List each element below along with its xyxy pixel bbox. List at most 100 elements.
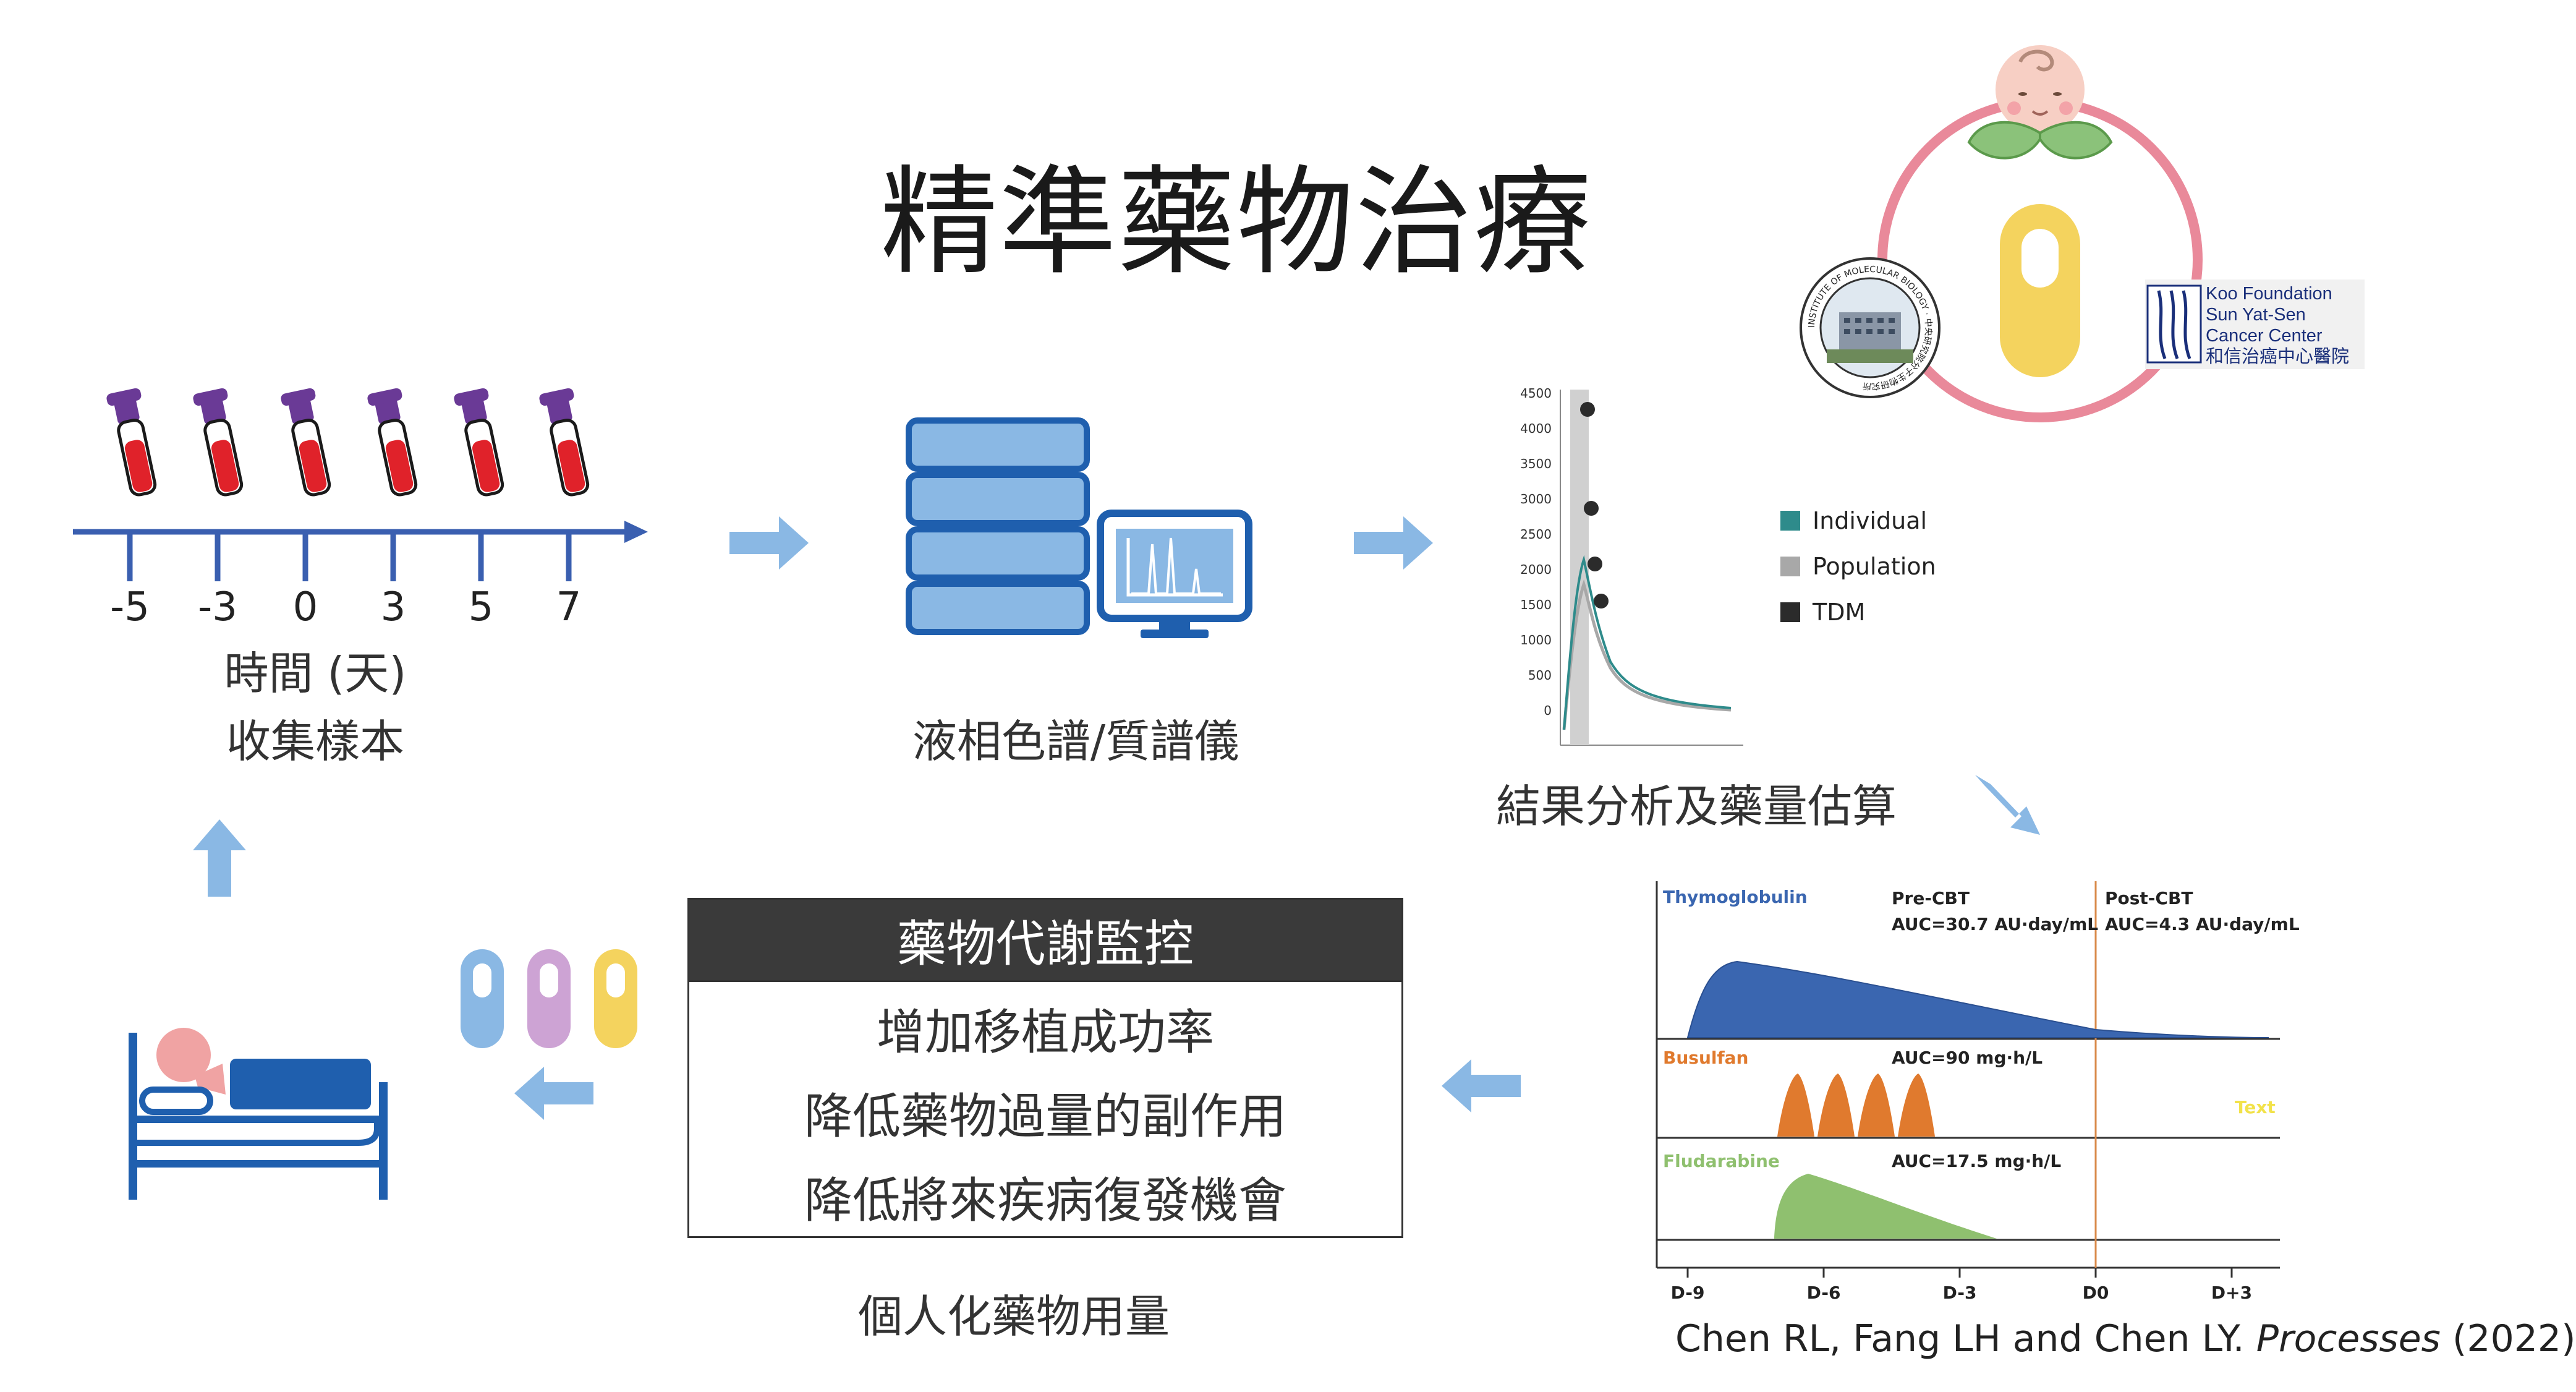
timeline-tick-label: 7 [556, 584, 582, 630]
legend-label: TDM [1813, 599, 1866, 626]
legend-label: Individual [1813, 507, 1928, 534]
pk-benefit-item: 降低藥物過量的副作用 [804, 1089, 1286, 1145]
pk-y-tick: 4500 [1520, 386, 1552, 401]
pk-tdm-point [1580, 402, 1595, 417]
capsule-icon [527, 949, 571, 1048]
patient-bed-icon [129, 1028, 388, 1200]
arrow-diagonal-icon [1975, 775, 2040, 835]
pk-benefit-item: 降低將來疾病復發機會 [804, 1173, 1286, 1229]
panel-label-busulfan: Busulfan [1663, 1048, 1748, 1068]
pk-y-tick: 3000 [1520, 492, 1552, 506]
placeholder-text: Text [2235, 1097, 2276, 1117]
database-disk-icon [906, 526, 1090, 581]
koo-logo-line: Cancer Center [2206, 326, 2323, 346]
pk-tdm-point [1584, 501, 1599, 516]
busulfan-peak [1858, 1074, 1895, 1137]
timeline-ticks [127, 532, 572, 581]
koo-logo-line: Koo Foundation [2206, 284, 2332, 304]
flow-arrows [193, 516, 2040, 1120]
reference-journal: Processes [2256, 1317, 2441, 1360]
busulfan-peak [1817, 1074, 1855, 1137]
instrument-caption: 液相色譜/質譜儀 [912, 715, 1239, 767]
pk-y-tick-labels: 4500 4000 3500 3000 2500 2000 1500 1000 … [1520, 386, 1552, 718]
capsules-group [461, 949, 637, 1048]
pk-monitoring-header: 藥物代謝監控 [689, 900, 1401, 982]
timeline-time-caption: 時間 (天) [224, 647, 407, 699]
panel-label-fludarabine: Fludarabine [1663, 1151, 1780, 1171]
legend-item-tdm: TDM [1780, 599, 1936, 626]
reference-year: (2022) [2440, 1317, 2576, 1360]
lcms-instrument-icon [906, 417, 1252, 638]
timeline-arrowhead [624, 521, 648, 543]
leaf-right [2039, 121, 2113, 160]
bed-pillow [139, 1087, 213, 1115]
pk-y-tick: 0 [1544, 703, 1552, 718]
capsule-icon [594, 949, 637, 1048]
pk-y-tick: 3500 [1520, 456, 1552, 471]
analysis-caption: 結果分析及藥量估算 [1496, 780, 1897, 832]
post-cbt-label: Post-CBT [2105, 888, 2193, 908]
pk-monitoring-box: 藥物代謝監控 增加移植成功率 降低藥物過量的副作用 降低將來疾病復發機會 [687, 898, 1403, 1238]
patient-blanket [230, 1059, 371, 1109]
capsule-icon [2000, 204, 2080, 377]
pk-legend: Individual Population TDM [1780, 507, 1936, 626]
busulfan-peak [1777, 1074, 1814, 1137]
arrow-left-icon [1442, 1059, 1521, 1112]
timeline-tick-label: -5 [110, 584, 150, 630]
drug-x-ticks [1686, 1268, 2233, 1278]
koo-logo-line: Sun Yat-Sen [2206, 305, 2306, 325]
koo-foundation-logo: Koo Foundation Sun Yat-Sen Cancer Center… [2145, 280, 2365, 369]
patient-pillow [195, 1064, 226, 1095]
panel-label-thymoglobulin: Thymoglobulin [1663, 887, 1808, 907]
capsule-icon [461, 949, 504, 1048]
timeline-tick-label: 5 [468, 584, 494, 630]
pk-y-tick: 4000 [1520, 421, 1552, 436]
pk-tdm-point [1594, 594, 1609, 608]
blood-tubes-group [73, 0, 648, 581]
drug-x-tick-label: D-6 [1807, 1283, 1841, 1303]
reference-citation: Chen RL, Fang LH and Chen LY. Processes … [1675, 1317, 2576, 1360]
pre-cbt-auc: AUC=30.7 AU·day/mL [1892, 914, 2098, 934]
busulfan-peak [1898, 1074, 1935, 1137]
fludarabine-area [1774, 1174, 1997, 1239]
page-title: 精準藥物治療 [880, 154, 1592, 291]
database-disk-icon [906, 581, 1090, 635]
legend-swatch [1780, 557, 1800, 576]
arrow-left-icon [514, 1067, 593, 1120]
koo-logo-line: 和信治癌中心醫院 [2206, 347, 2350, 367]
arrow-right-icon [1354, 516, 1433, 570]
database-disk-icon [906, 417, 1090, 472]
personalized-dose-caption: 個人化藥物用量 [857, 1291, 1170, 1343]
pk-y-tick: 500 [1528, 668, 1552, 683]
pk-y-tick: 2000 [1520, 562, 1552, 577]
reference-authors: Chen RL, Fang LH and Chen LY. [1675, 1317, 2256, 1360]
pk-tdm-point [1588, 557, 1602, 571]
arrow-up-icon [193, 819, 246, 897]
monitor-icon [1097, 510, 1252, 638]
drug-exposure-chart: D-9 D-6 D-3 D0 D+3 Thymoglobulin Busulfa… [1656, 881, 2300, 1303]
timeline-tick-label: -3 [198, 584, 237, 630]
drug-x-tick-label: D0 [2083, 1283, 2109, 1303]
pre-cbt-label: Pre-CBT [1892, 888, 1970, 908]
legend-swatch [1780, 602, 1800, 622]
legend-swatch [1780, 511, 1800, 531]
drug-x-tick-label: D-9 [1671, 1283, 1705, 1303]
busulfan-auc: AUC=90 mg·h/L [1892, 1048, 2043, 1068]
koo-logo-mark [2146, 284, 2202, 364]
leaf-left [1967, 121, 2041, 160]
legend-label: Population [1813, 553, 1936, 580]
pk-y-tick: 1000 [1520, 633, 1552, 647]
imb-seal-logo: INSTITUTE OF MOLECULAR BIOLOGY · 中央研究院分子… [1800, 257, 1941, 398]
database-disk-icon [906, 472, 1090, 526]
drug-x-tick-label: D-3 [1943, 1283, 1977, 1303]
fludarabine-auc: AUC=17.5 mg·h/L [1892, 1151, 2061, 1171]
baby-icon [1967, 45, 2113, 160]
pk-benefit-item: 增加移植成功率 [876, 1005, 1214, 1061]
busulfan-doses [1777, 1074, 1935, 1137]
legend-item-individual: Individual [1780, 507, 1936, 534]
pk-y-tick: 1500 [1520, 597, 1552, 612]
thymoglobulin-area [1686, 960, 2269, 1038]
pk-curve-chart: 4500 4000 3500 3000 2500 2000 1500 1000 … [1520, 386, 1743, 746]
drug-x-tick-label: D+3 [2211, 1283, 2252, 1303]
post-cbt-auc: AUC=4.3 AU·day/mL [2105, 914, 2300, 934]
